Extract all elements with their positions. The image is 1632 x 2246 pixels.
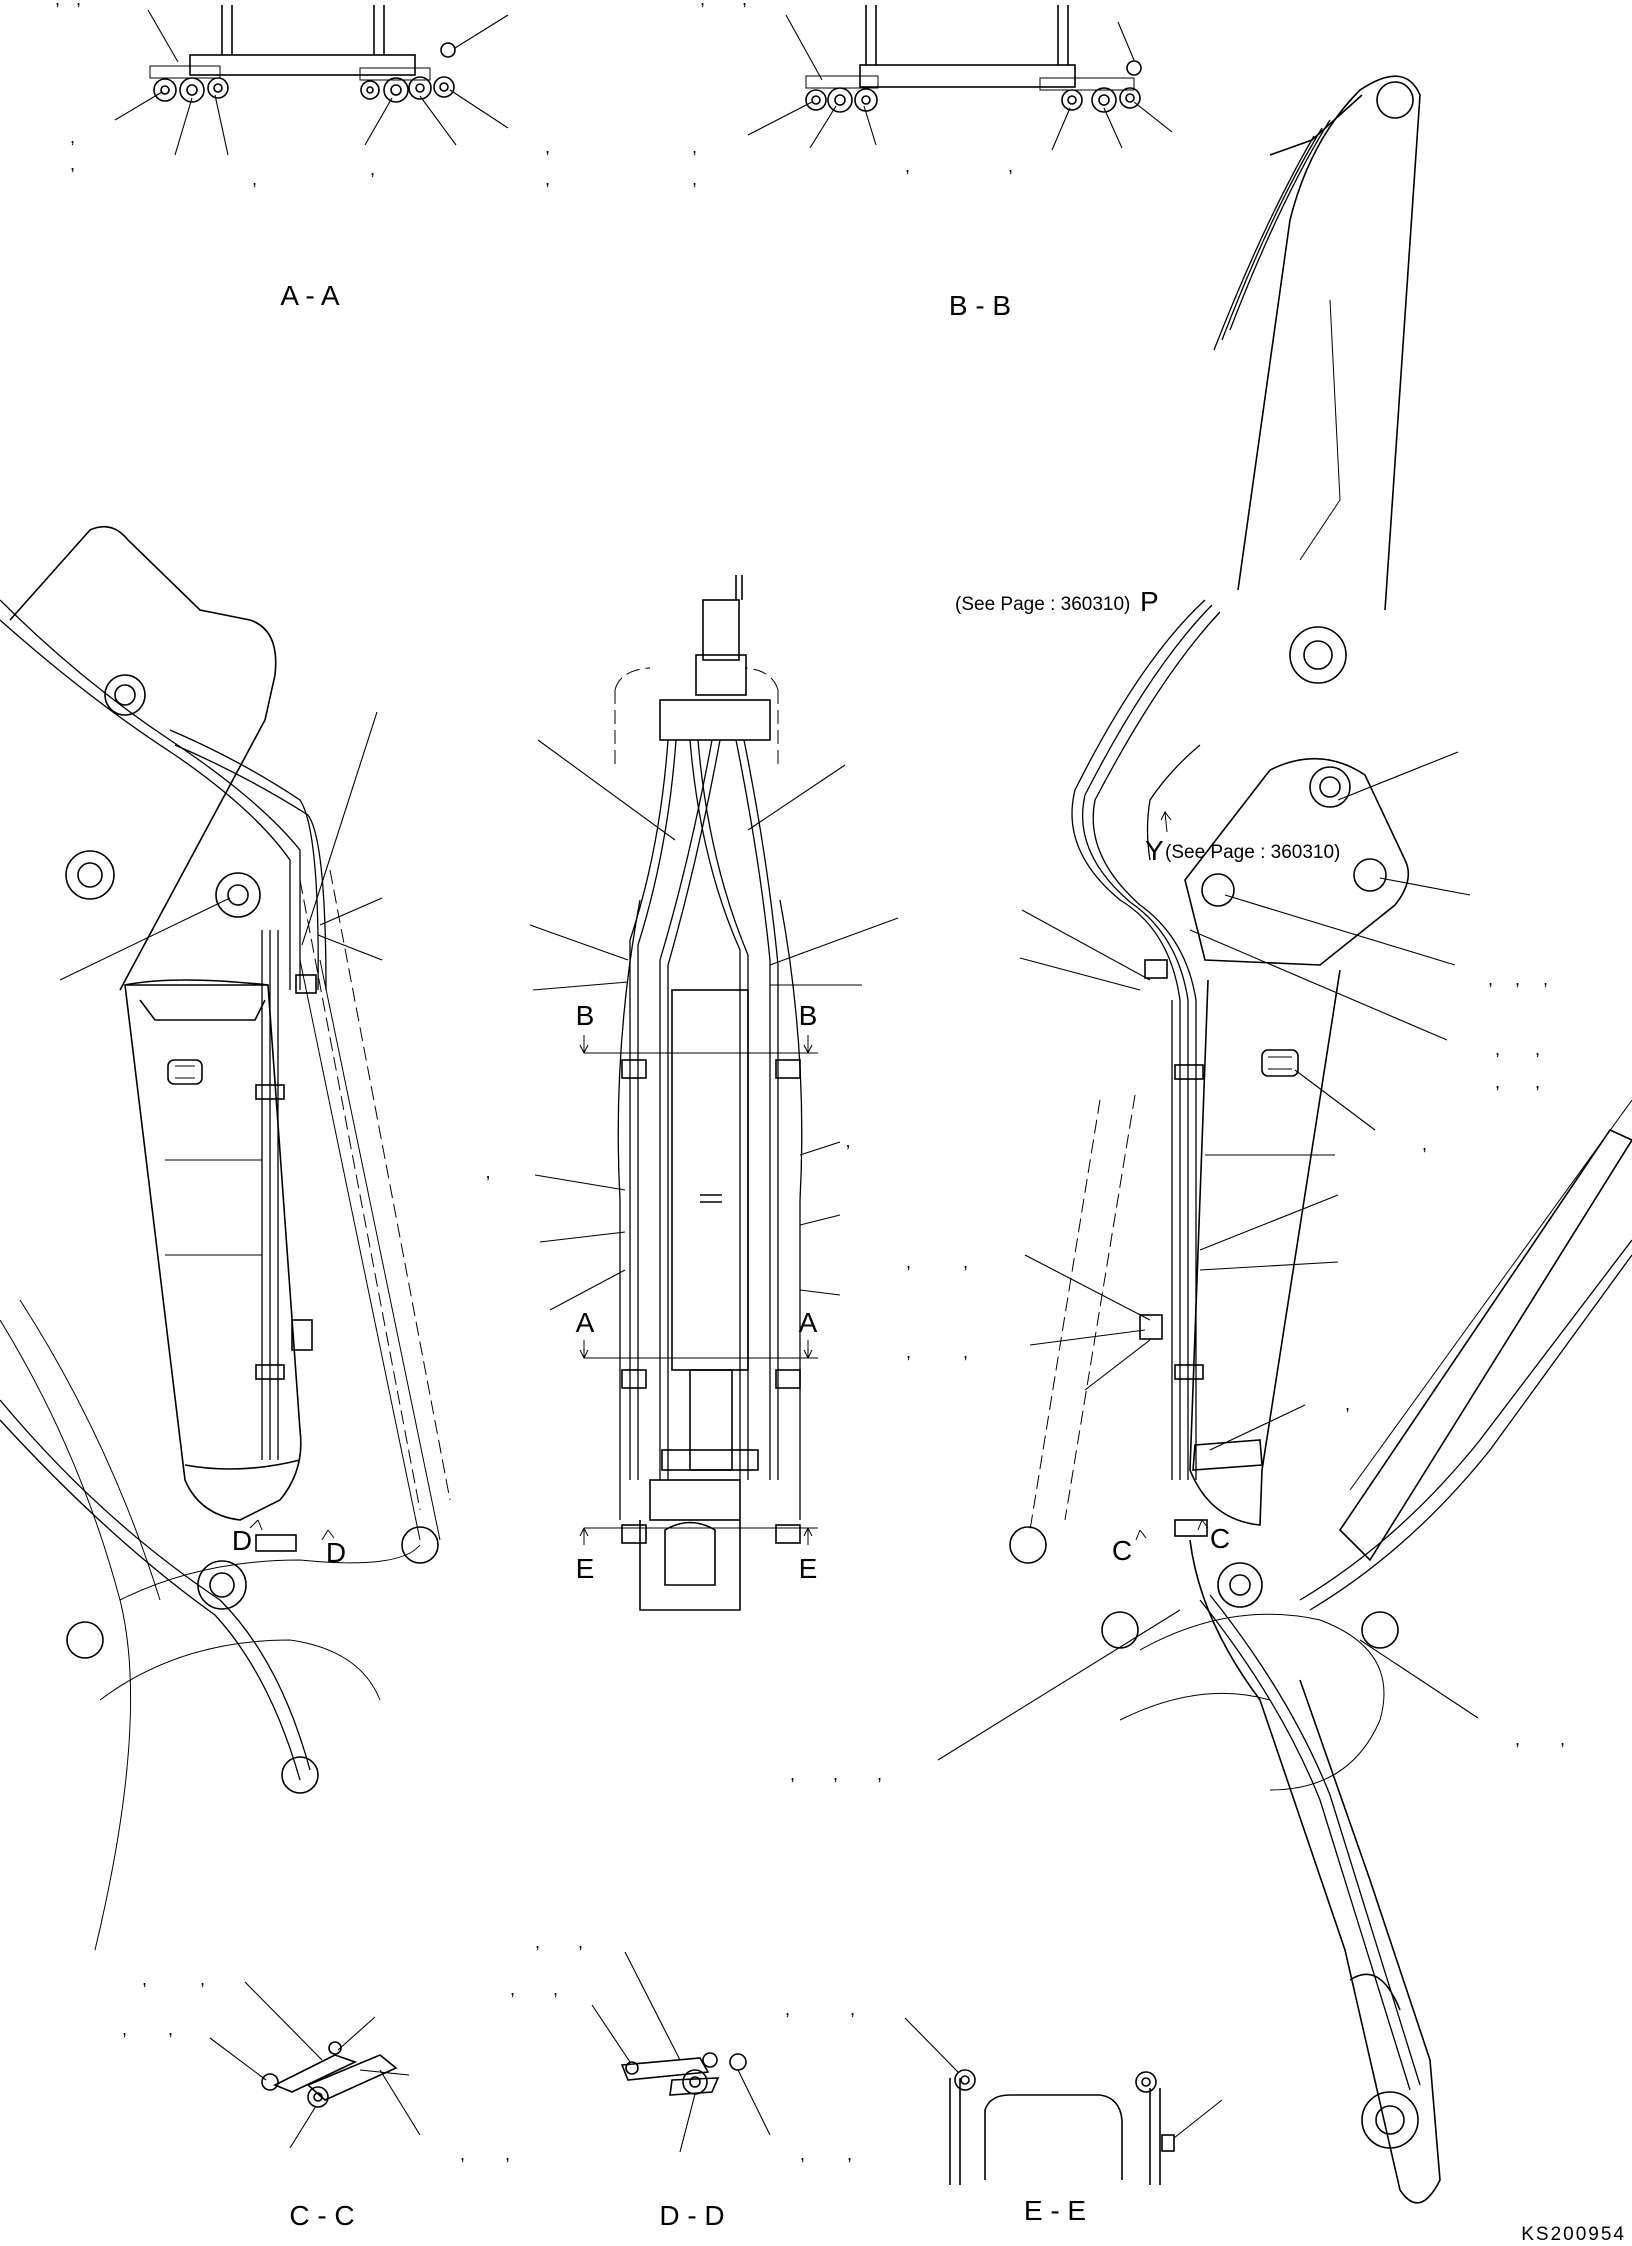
comma-mark: ,	[1560, 1729, 1565, 1749]
left-boom-view: D D ,	[0, 525, 491, 1951]
ref-p-note: (See Page : 360310)	[955, 594, 1130, 615]
drawing-code: KS200954	[1521, 2224, 1626, 2245]
section-dd-label: D - D	[659, 2200, 724, 2231]
section-dd-view: D - D	[591, 1951, 771, 2231]
cut-e-left-label: E	[576, 1553, 595, 1584]
comma-marks: , , , , , , , , , , , , , , , , , , , , …	[55, 0, 1565, 2164]
comma-mark: ,	[70, 127, 75, 147]
section-bb-view: B - B	[747, 5, 1173, 321]
comma-mark: ,	[545, 137, 550, 157]
ref-p-mark: P	[1140, 586, 1159, 617]
comma-mark: ,	[578, 1932, 583, 1952]
comma-mark: ,	[692, 137, 697, 157]
section-cc-view: C - C	[209, 1981, 421, 2231]
comma-mark: ,	[790, 1764, 795, 1784]
comma-mark: ,	[833, 1764, 838, 1784]
comma-mark: ,	[553, 1979, 558, 1999]
comma-mark: ,	[510, 1979, 515, 1999]
comma-mark: ,	[845, 1131, 850, 1151]
comma-mark: ,	[700, 0, 705, 9]
comma-mark: ,	[142, 1969, 147, 1989]
comma-mark: ,	[742, 0, 747, 9]
comma-mark: ,	[1495, 1072, 1500, 1092]
comma-mark: ,	[70, 154, 75, 174]
cut-a-left-label: A	[576, 1307, 595, 1338]
comma-mark: ,	[1345, 1394, 1350, 1414]
section-ee-view: E - E	[904, 2017, 1223, 2226]
comma-mark: ,	[800, 2144, 805, 2164]
comma-mark: ,	[905, 156, 910, 176]
ref-y-mark: Y	[1145, 835, 1164, 866]
comma-mark: ,	[1515, 1729, 1520, 1749]
section-cc-label: C - C	[289, 2200, 354, 2231]
comma-mark: ,	[76, 0, 81, 9]
comma-mark: ,	[122, 2019, 127, 2039]
comma-mark: ,	[850, 1999, 855, 2019]
cut-b-left-label: B	[576, 1000, 595, 1031]
section-ee-label: E - E	[1024, 2195, 1086, 2226]
comma-mark: ,	[877, 1764, 882, 1784]
ref-y-note: (See Page : 360310)	[1165, 842, 1340, 863]
cut-c-right-label: C	[1210, 1523, 1230, 1554]
comma-mark: ,	[545, 169, 550, 189]
comma-mark: ,	[1535, 1072, 1540, 1092]
comma-mark: ,	[1008, 156, 1013, 176]
comma-mark: ,	[55, 0, 60, 9]
comma-mark: ,	[692, 169, 697, 189]
cut-d-left-label: D	[232, 1525, 252, 1556]
right-boom-view: C C (See Page : 360310) P Y (See Page : …	[937, 75, 1632, 2204]
comma-mark: ,	[785, 1999, 790, 2019]
cut-b-right-label: B	[799, 1000, 818, 1031]
comma-mark: ,	[485, 1162, 490, 1182]
comma-mark: ,	[906, 1252, 911, 1272]
comma-mark: ,	[1422, 1134, 1427, 1154]
comma-mark: ,	[370, 159, 375, 179]
comma-mark: ,	[963, 1342, 968, 1362]
comma-mark: ,	[168, 2019, 173, 2039]
comma-mark: ,	[252, 169, 257, 189]
comma-mark: ,	[505, 2144, 510, 2164]
comma-mark: ,	[1515, 969, 1520, 989]
comma-mark: ,	[1535, 1039, 1540, 1059]
comma-mark: ,	[906, 1342, 911, 1362]
comma-mark: ,	[847, 2144, 852, 2164]
comma-mark: ,	[535, 1932, 540, 1952]
comma-mark: ,	[963, 1252, 968, 1272]
section-aa-label: A - A	[280, 280, 339, 311]
center-boom-top-view: B B A A E E ,	[529, 575, 899, 1611]
cut-d-right-label: D	[326, 1537, 346, 1568]
cut-c-left-label: C	[1112, 1535, 1132, 1566]
comma-mark: ,	[1543, 969, 1548, 989]
comma-mark: ,	[1495, 1039, 1500, 1059]
comma-mark: ,	[200, 1969, 205, 1989]
section-aa-view: A - A	[114, 5, 509, 311]
comma-mark: ,	[460, 2144, 465, 2164]
cut-e-right-label: E	[799, 1553, 818, 1584]
cut-a-right-label: A	[799, 1307, 818, 1338]
comma-mark: ,	[1488, 969, 1493, 989]
section-bb-label: B - B	[949, 290, 1011, 321]
